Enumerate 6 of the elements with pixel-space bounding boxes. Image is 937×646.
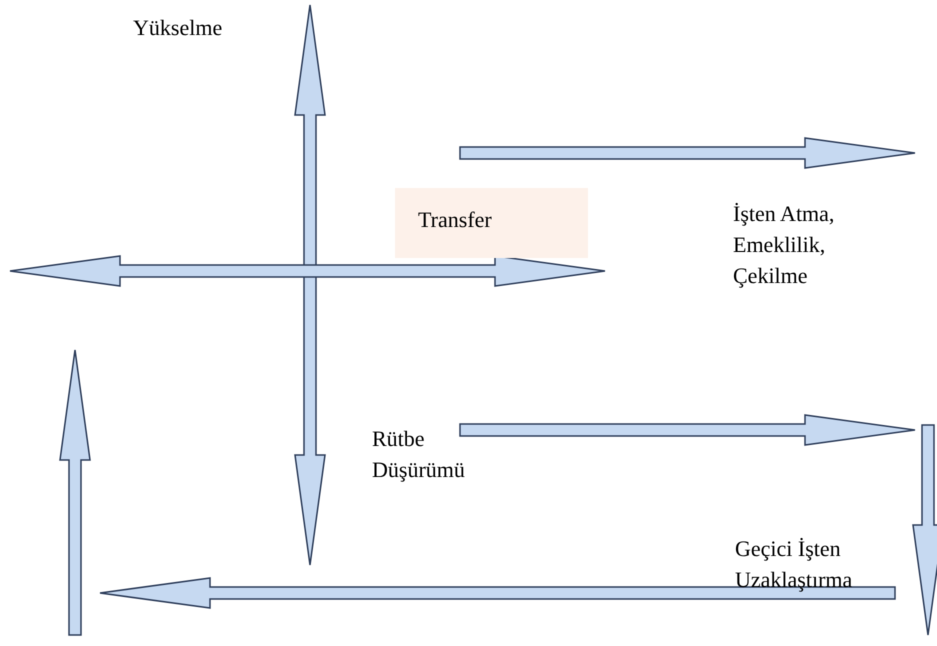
highlight-box <box>395 188 588 258</box>
arrow-label: Transfer <box>418 206 492 234</box>
arrow-label: Yükselme <box>133 14 224 42</box>
arrow-label: Rütbe Düşürümü <box>372 425 466 484</box>
arrow-label: Geçici İşten Uzaklaştırma <box>735 535 854 594</box>
arrow-label: İşten Atma, Emeklilik, Çekilme <box>733 200 836 290</box>
